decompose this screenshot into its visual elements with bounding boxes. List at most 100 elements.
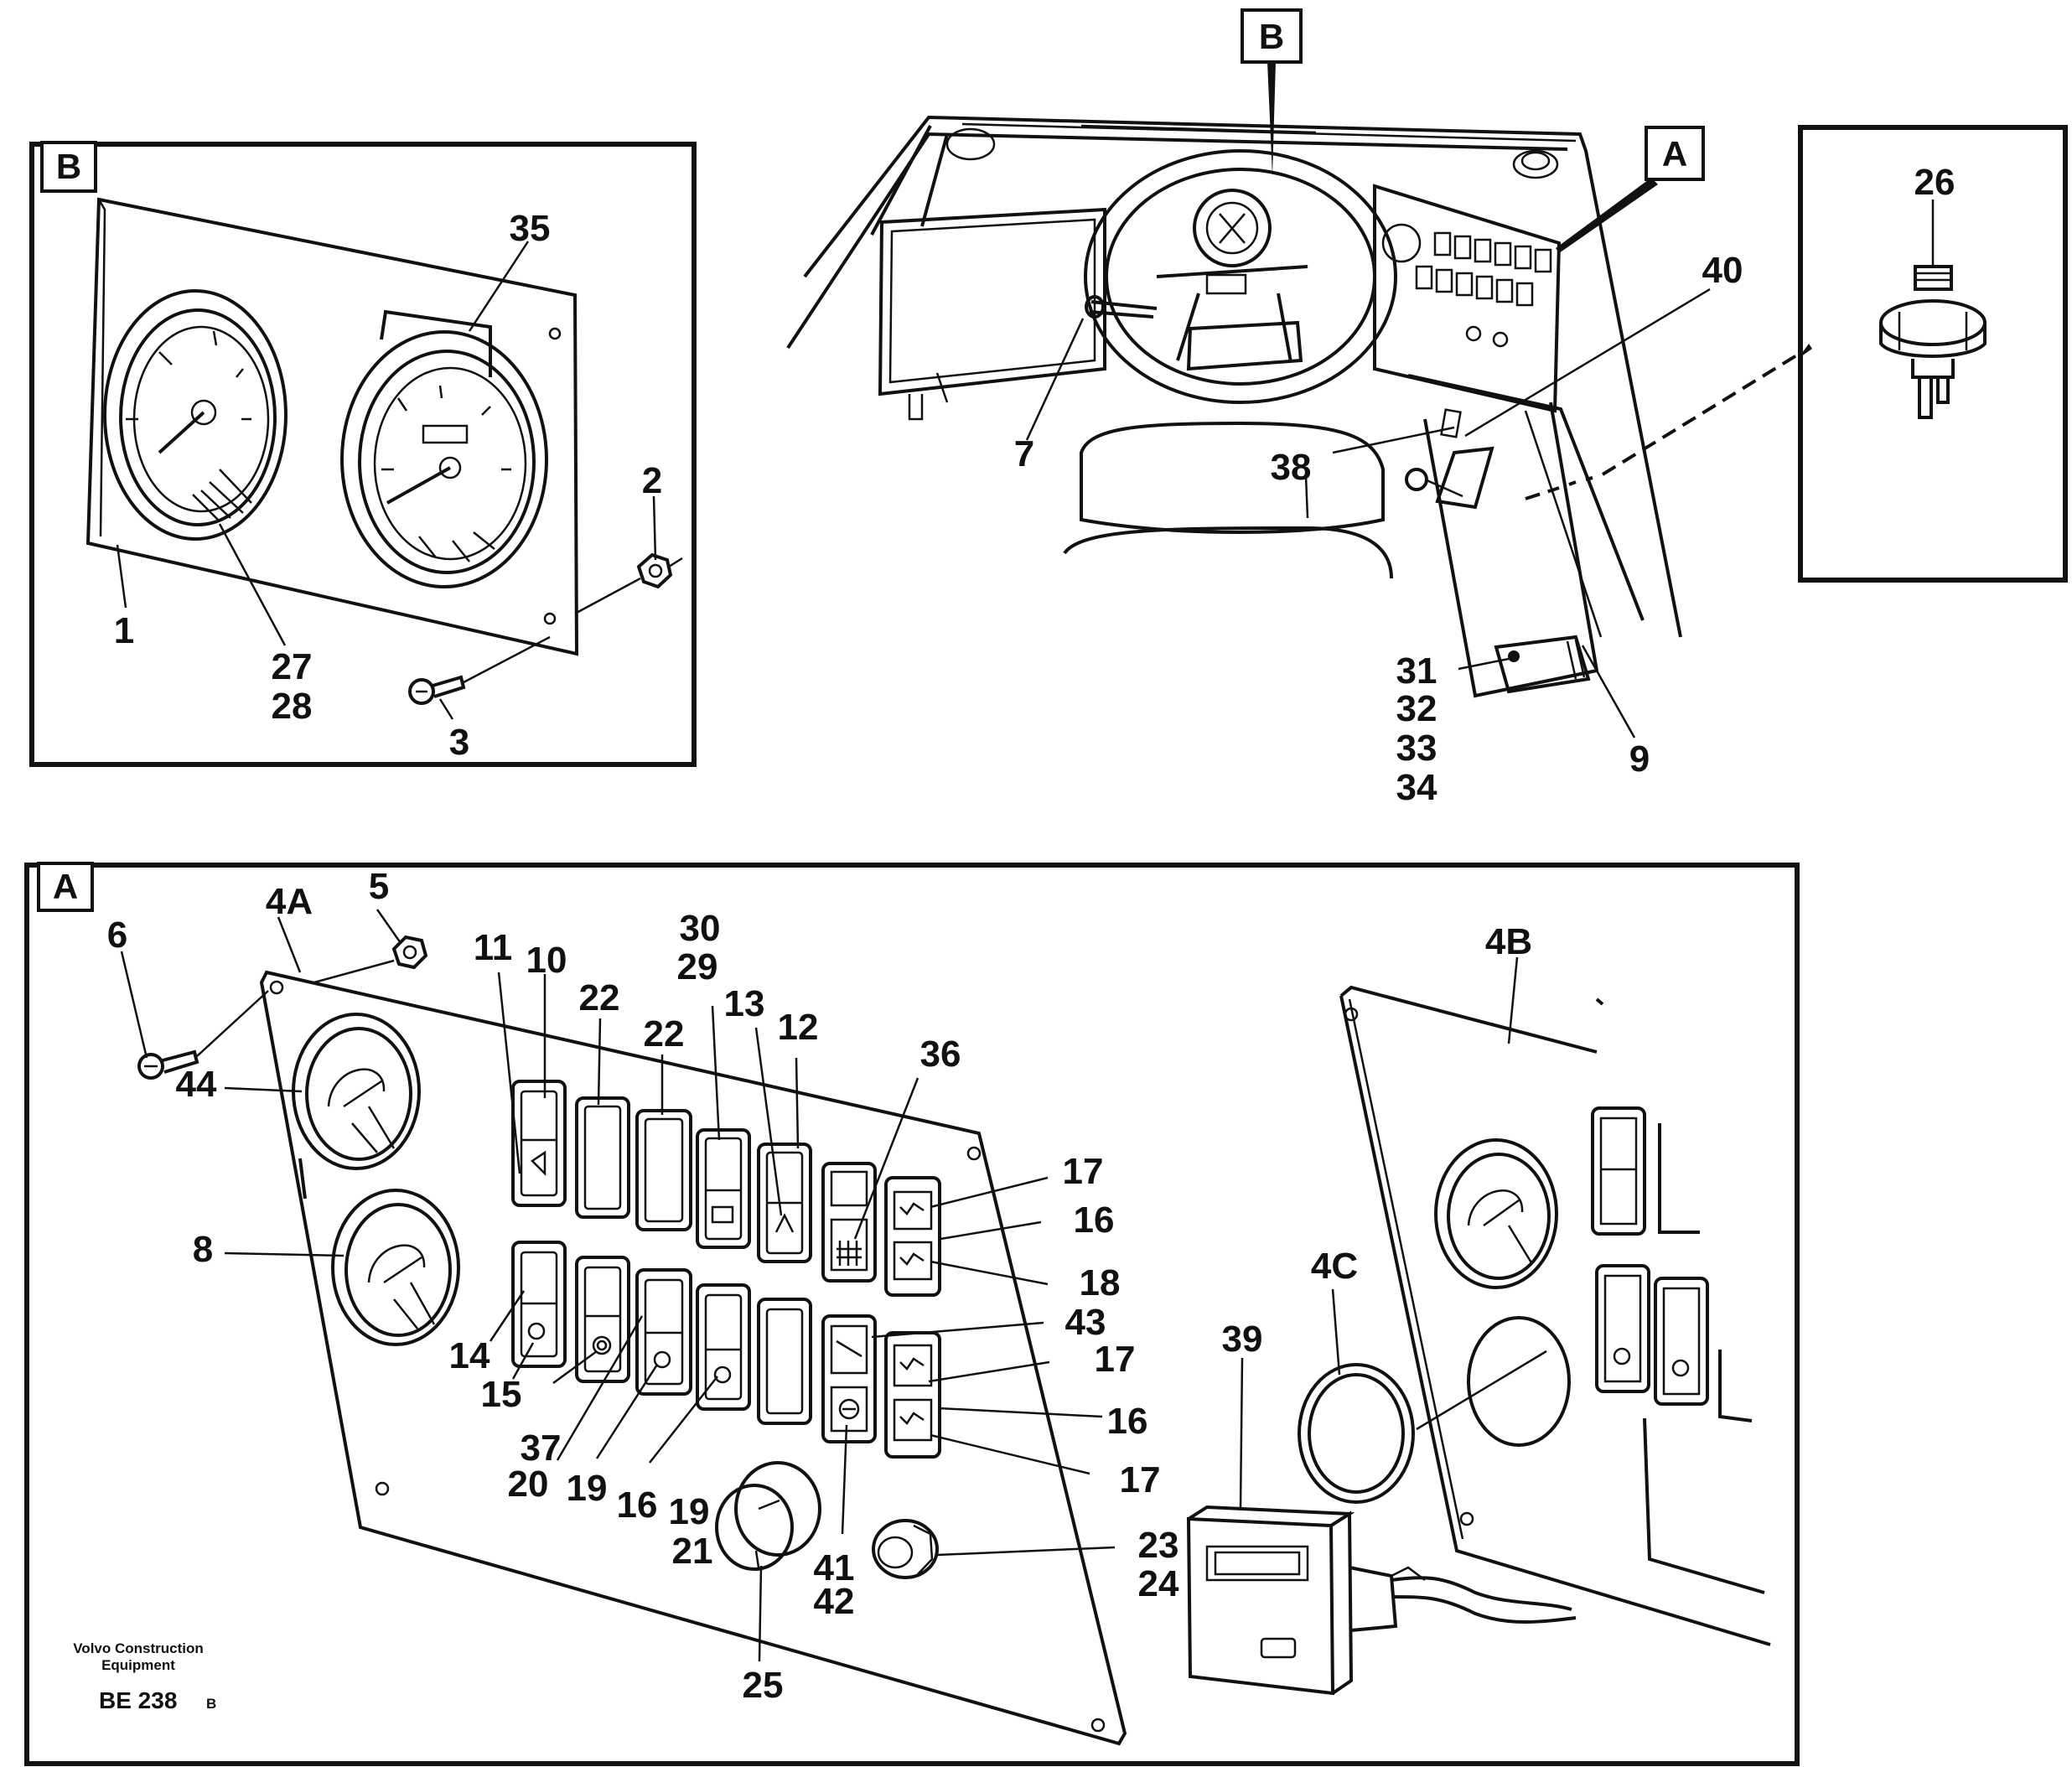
gauge-8 xyxy=(331,1189,460,1346)
mini-switches-row2 xyxy=(1415,265,1534,307)
label-10: 10 xyxy=(526,940,567,981)
label-14: 14 xyxy=(449,1335,490,1376)
label-19b: 19 xyxy=(669,1491,710,1532)
cab-overview: B A xyxy=(786,8,1812,808)
detail-a-frame: A xyxy=(24,862,1800,1766)
switch-16-19 xyxy=(696,1283,751,1411)
label-32: 32 xyxy=(1396,688,1437,729)
label-7: 7 xyxy=(1014,433,1034,474)
switch-16-17-lower xyxy=(884,1331,941,1459)
switch-14-15 xyxy=(511,1241,567,1368)
drawing-code: BE 238 xyxy=(99,1687,177,1713)
label-6: 6 xyxy=(107,915,127,956)
switch-36 xyxy=(821,1162,877,1282)
label-9: 9 xyxy=(1629,738,1650,780)
label-28: 28 xyxy=(272,686,313,727)
switch-22-blank-a xyxy=(575,1096,630,1219)
mounting-nut xyxy=(574,552,683,615)
label-39: 39 xyxy=(1222,1319,1263,1360)
label-37: 37 xyxy=(521,1428,562,1469)
overview-callout-a: A xyxy=(1662,134,1687,174)
label-17c: 17 xyxy=(1120,1459,1161,1500)
speedometer-gauge xyxy=(340,309,548,588)
switch-16-17-18 xyxy=(884,1176,941,1297)
hour-meter xyxy=(1186,1505,1577,1696)
label-5: 5 xyxy=(369,866,389,907)
label-22b: 22 xyxy=(644,1013,685,1054)
gauge-44 xyxy=(292,1013,421,1170)
label-12: 12 xyxy=(778,1007,819,1048)
steering-wheel xyxy=(1084,149,1397,404)
label-20: 20 xyxy=(508,1464,549,1505)
switch-22-blank-b xyxy=(635,1109,692,1231)
detail-a-letter: A xyxy=(53,867,78,906)
tachometer-gauge xyxy=(103,289,287,541)
control-knob xyxy=(872,1519,939,1579)
gauge-ring-4c xyxy=(1298,1350,1547,1504)
mounting-screw xyxy=(408,635,551,705)
label-17a: 17 xyxy=(1063,1151,1104,1192)
switch-12-13 xyxy=(757,1143,812,1263)
label-13: 13 xyxy=(724,983,765,1024)
label-22a: 22 xyxy=(579,977,620,1018)
label-36: 36 xyxy=(920,1034,961,1075)
label-33: 33 xyxy=(1396,728,1437,769)
label-42: 42 xyxy=(814,1581,855,1622)
switch-19-20 xyxy=(635,1268,692,1396)
switch-blank-lower xyxy=(757,1298,812,1425)
label-3: 3 xyxy=(449,722,469,763)
label-1: 1 xyxy=(114,610,134,651)
label-43: 43 xyxy=(1065,1302,1106,1343)
label-41: 41 xyxy=(814,1547,855,1588)
detail-a-leaders xyxy=(120,909,1519,1662)
label-11: 11 xyxy=(474,927,513,968)
panel-4b xyxy=(1339,985,1771,1646)
label-44: 44 xyxy=(176,1064,217,1105)
label-4c: 4C xyxy=(1311,1246,1358,1287)
label-8: 8 xyxy=(193,1229,213,1270)
label-16b: 16 xyxy=(1107,1401,1148,1442)
label-24: 24 xyxy=(1138,1563,1179,1604)
label-40: 40 xyxy=(1702,250,1743,291)
label-2: 2 xyxy=(642,460,662,501)
gauge-4b xyxy=(1434,1138,1558,1289)
detail-a-labels: 6 4A 5 11 10 22 22 30 29 13 12 36 44 8 1… xyxy=(107,866,1532,1706)
label-19a: 19 xyxy=(567,1468,608,1509)
label-23: 23 xyxy=(1138,1525,1179,1566)
label-35: 35 xyxy=(510,208,551,249)
label-4b: 4B xyxy=(1485,921,1532,962)
label-16c: 16 xyxy=(617,1485,658,1526)
label-15: 15 xyxy=(481,1374,522,1415)
label-29: 29 xyxy=(677,946,718,987)
label-31: 31 xyxy=(1396,650,1437,692)
switches-4b xyxy=(1591,1106,1765,1594)
detail-b-letter: B xyxy=(56,147,81,186)
screw-6 xyxy=(137,990,269,1080)
switch-panel-4a xyxy=(137,935,1127,1746)
nut-5 xyxy=(313,935,428,984)
brand-line-1: Volvo Construction xyxy=(73,1640,204,1656)
switch-41-42-43 xyxy=(821,1314,877,1443)
label-4a: 4A xyxy=(266,881,313,922)
label-26: 26 xyxy=(1914,162,1955,203)
detail-b-frame: B xyxy=(29,141,697,767)
detail-b-leaders xyxy=(116,241,657,720)
footer-block: Volvo Construction Equipment BE 238 B xyxy=(73,1640,216,1713)
label-17b: 17 xyxy=(1095,1339,1136,1380)
drawing-code-suffix: B xyxy=(206,1696,216,1712)
label-25: 25 xyxy=(743,1665,784,1706)
instrument-panel-b: 35 2 3 1 27 28 xyxy=(85,197,683,763)
label-27: 27 xyxy=(272,646,313,687)
switch-29-30 xyxy=(696,1128,751,1249)
brand-line-2: Equipment xyxy=(101,1657,175,1673)
ignition-switch xyxy=(715,1461,821,1571)
label-16a: 16 xyxy=(1074,1200,1115,1241)
label-38: 38 xyxy=(1271,447,1312,488)
switch-10-11 xyxy=(511,1080,567,1207)
label-18: 18 xyxy=(1080,1262,1121,1303)
label-30: 30 xyxy=(680,908,721,949)
label-21: 21 xyxy=(672,1531,713,1572)
mini-switches-row1 xyxy=(1433,231,1552,273)
switch-37 xyxy=(575,1256,630,1383)
